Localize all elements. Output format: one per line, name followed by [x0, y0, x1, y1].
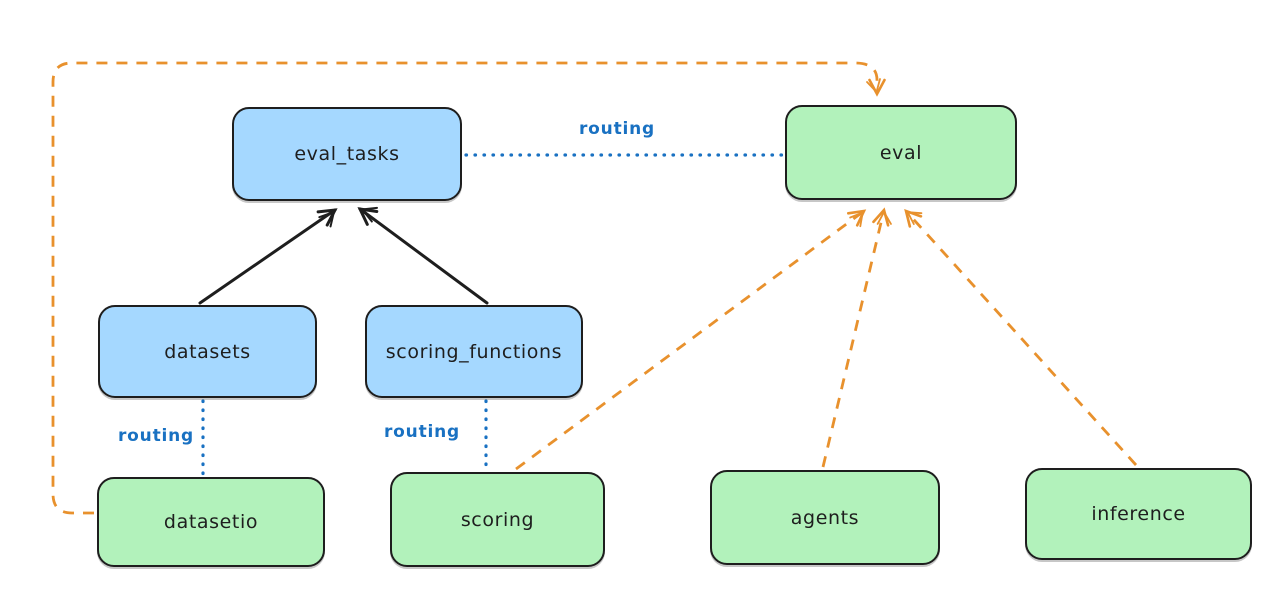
- node-eval-label: eval: [879, 141, 923, 164]
- edge-inference-to-eval: [904, 208, 1138, 466]
- edge-label-routing-middle: routing: [384, 422, 460, 442]
- node-eval: eval: [785, 105, 1017, 200]
- node-datasets: datasets: [98, 305, 317, 398]
- node-scoring-functions: scoring_functions: [365, 305, 583, 398]
- node-agents-label: agents: [790, 506, 860, 529]
- node-datasetio-label: datasetio: [163, 511, 259, 533]
- node-scoring-functions-label: scoring_functions: [385, 340, 563, 363]
- edge-agents-to-eval: [821, 207, 892, 468]
- node-scoring: scoring: [390, 472, 605, 567]
- node-eval-tasks: eval_tasks: [232, 107, 462, 201]
- edge-label-routing-left: routing: [118, 426, 194, 446]
- edge-scoring-to-eval: [515, 209, 867, 471]
- node-datasetio: datasetio: [97, 477, 325, 567]
- edge-label-routing-top: routing: [579, 119, 655, 139]
- node-agents: agents: [710, 470, 940, 565]
- edge-datasets-to-eval-tasks: [198, 208, 338, 305]
- node-inference: inference: [1025, 468, 1252, 560]
- node-datasets-label: datasets: [164, 340, 251, 363]
- node-inference-label: inference: [1091, 503, 1186, 525]
- edge-scoring-functions-to-eval-tasks: [357, 206, 489, 305]
- node-scoring-label: scoring: [460, 508, 535, 531]
- node-eval-tasks-label: eval_tasks: [294, 143, 400, 165]
